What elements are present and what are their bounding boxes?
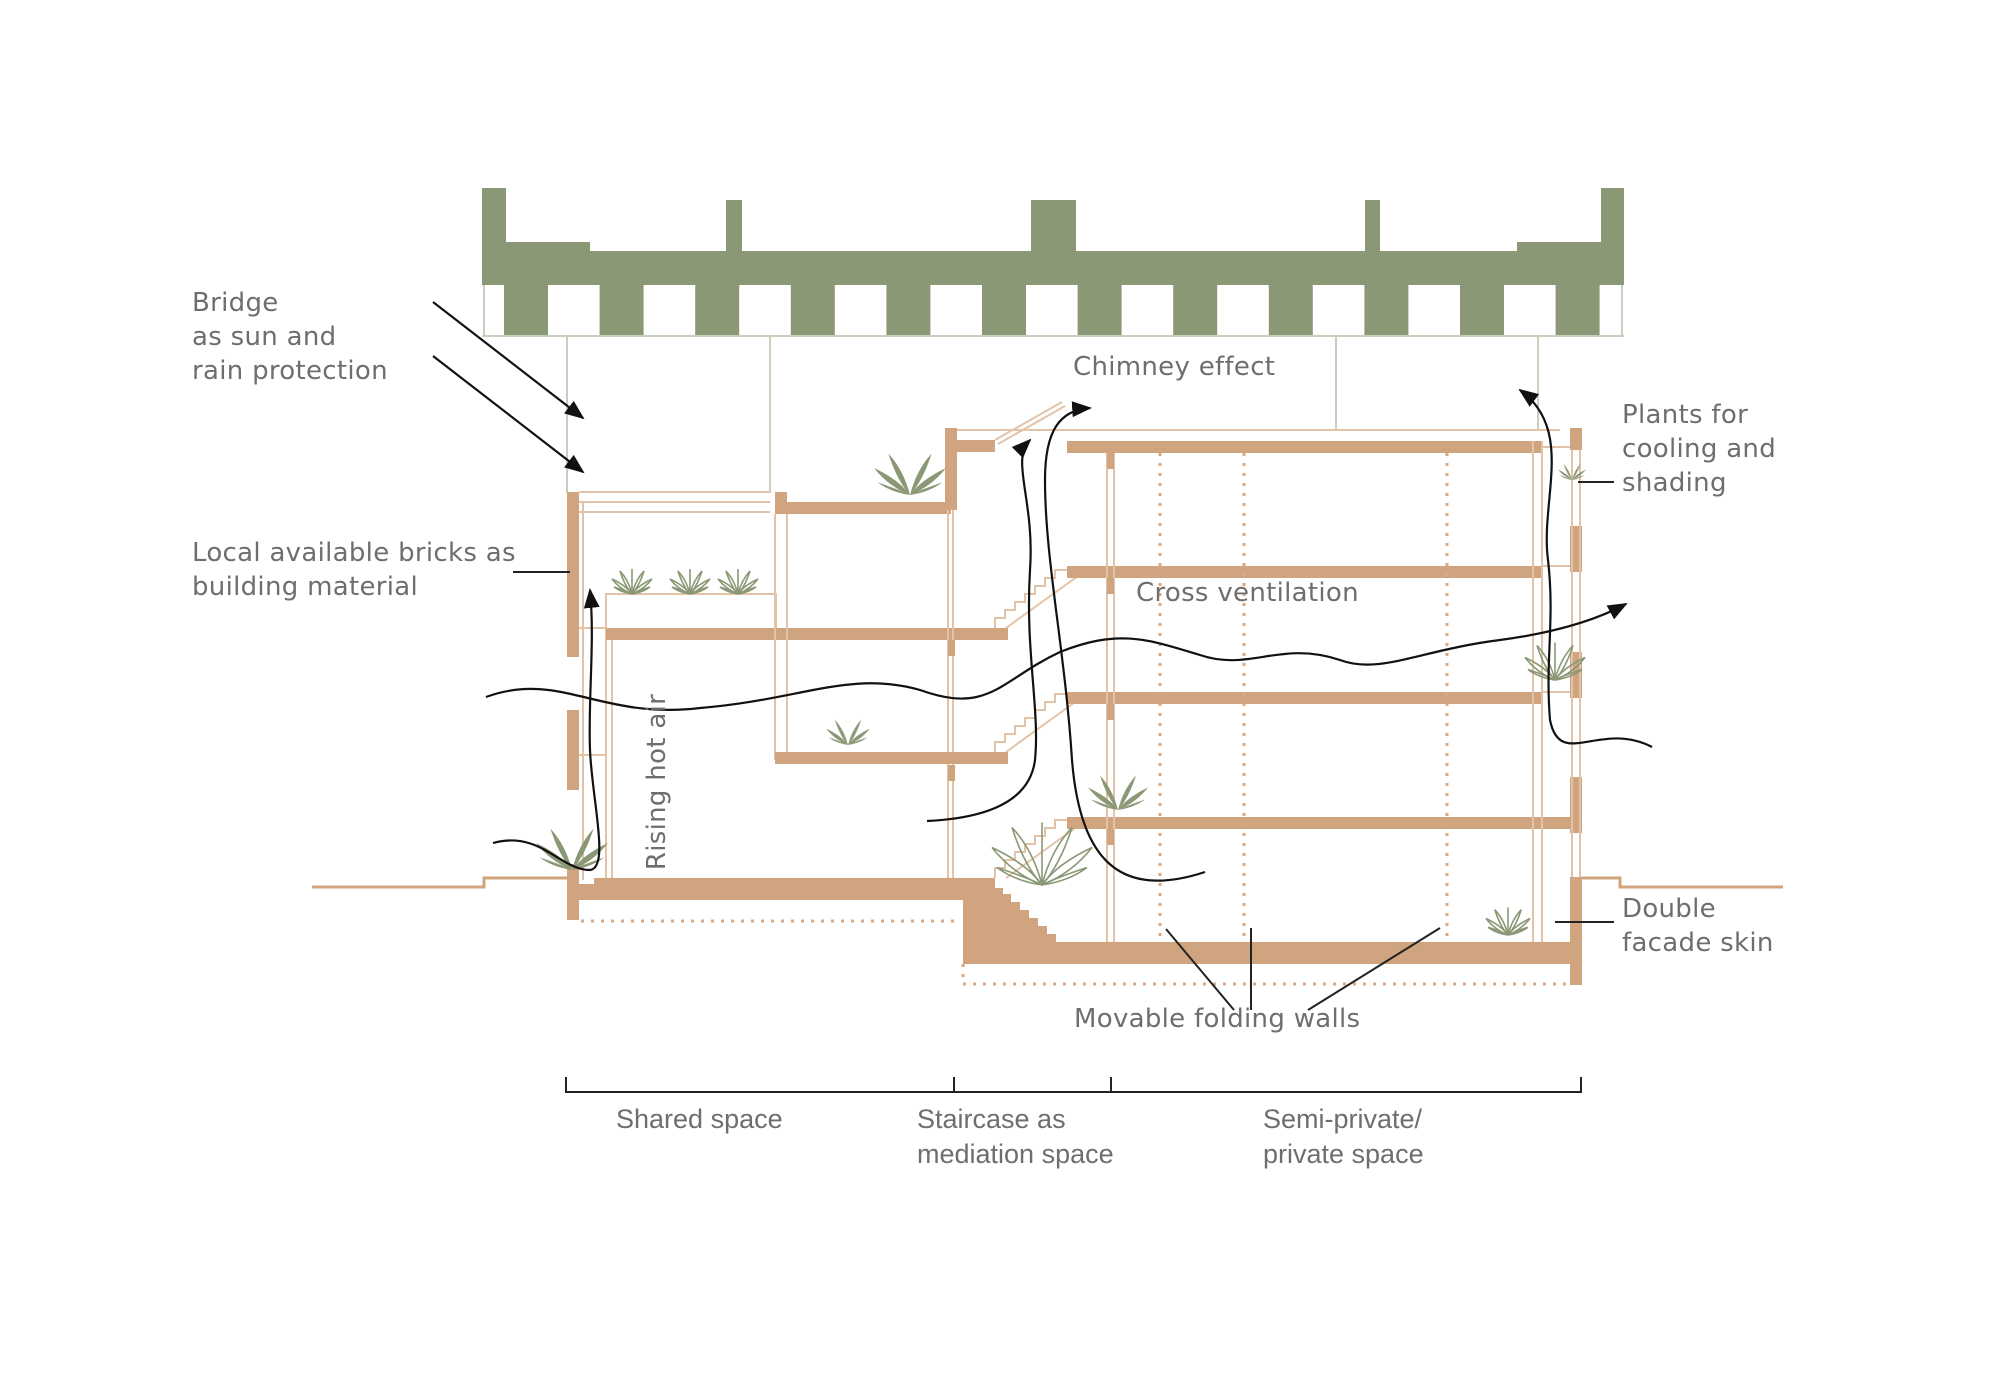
roof-rib <box>599 284 644 336</box>
roof-rib <box>504 284 548 336</box>
roof-rib <box>1268 284 1313 336</box>
roof-rib <box>695 284 740 336</box>
floor-slab <box>1067 817 1572 829</box>
floor-slab <box>1067 692 1542 704</box>
label-plants: Plants for cooling and shading <box>1622 400 1777 498</box>
plant-icon <box>874 453 946 495</box>
leader-lines <box>513 481 1614 1011</box>
plant-icon <box>717 569 759 595</box>
brick-wall-left <box>567 492 579 657</box>
label-rising-hot-air: Rising hot air <box>642 693 672 871</box>
airflow-arrows <box>432 301 1653 882</box>
cross-ventilation-arrow <box>485 603 1628 711</box>
roof-rib <box>982 284 1026 336</box>
leader-movable-wall <box>1307 927 1441 1011</box>
roof-rib <box>1077 284 1122 336</box>
floor-slab <box>606 628 1008 640</box>
plant-icon <box>611 568 653 595</box>
facade-skin <box>1570 428 1582 450</box>
rising-hot-air-arrow <box>492 588 601 872</box>
roof-rib <box>790 284 835 336</box>
roof-rib <box>1460 284 1504 336</box>
zone-staircase: Staircase as mediation space <box>917 1104 1114 1169</box>
planter-box <box>605 593 777 631</box>
roof-rib <box>1173 284 1218 336</box>
roof-rib <box>1364 284 1409 336</box>
plant-icon <box>1558 463 1586 480</box>
floor-slab <box>1067 441 1542 453</box>
roof-ribs <box>504 284 1600 336</box>
floor-slab <box>1067 566 1542 578</box>
zone-private-space: Semi-private/ private space <box>1263 1104 1424 1169</box>
sun-arrow <box>432 355 585 474</box>
roof-bridge <box>482 188 1624 493</box>
sun-arrow <box>432 301 585 420</box>
plant-icon <box>669 568 711 595</box>
ground-slab-shared <box>567 877 1582 985</box>
label-double-facade: Double facade skin <box>1622 894 1774 958</box>
roof-rib <box>886 284 931 336</box>
label-bridge: Bridge as sun and rain protection <box>192 288 388 386</box>
leader-movable-wall <box>1165 928 1235 1011</box>
label-cross-ventilation: Cross ventilation <box>1136 578 1359 608</box>
shared-space-structure <box>567 428 1582 986</box>
label-bricks: Local available bricks as building mater… <box>192 538 516 602</box>
chimney-arrow <box>1518 388 1653 748</box>
floor-slab <box>775 752 1008 764</box>
chimney-arrow <box>926 438 1038 823</box>
private-space-structure <box>1067 428 1582 942</box>
plant-icon <box>1485 907 1531 936</box>
roof-top-profile <box>482 188 1624 285</box>
plant-icon <box>826 719 870 745</box>
plants <box>536 453 1586 936</box>
label-movable-walls: Movable folding walls <box>1074 1004 1361 1034</box>
zone-bracket <box>565 1077 1582 1093</box>
roof-rib <box>1555 284 1600 336</box>
ground-line <box>312 876 1783 889</box>
plant-icon <box>1088 775 1148 810</box>
chimney-arrow <box>1043 401 1206 882</box>
plant-icon <box>991 822 1093 886</box>
label-chimney-effect: Chimney effect <box>1073 352 1276 382</box>
zone-shared-space: Shared space <box>616 1104 783 1134</box>
